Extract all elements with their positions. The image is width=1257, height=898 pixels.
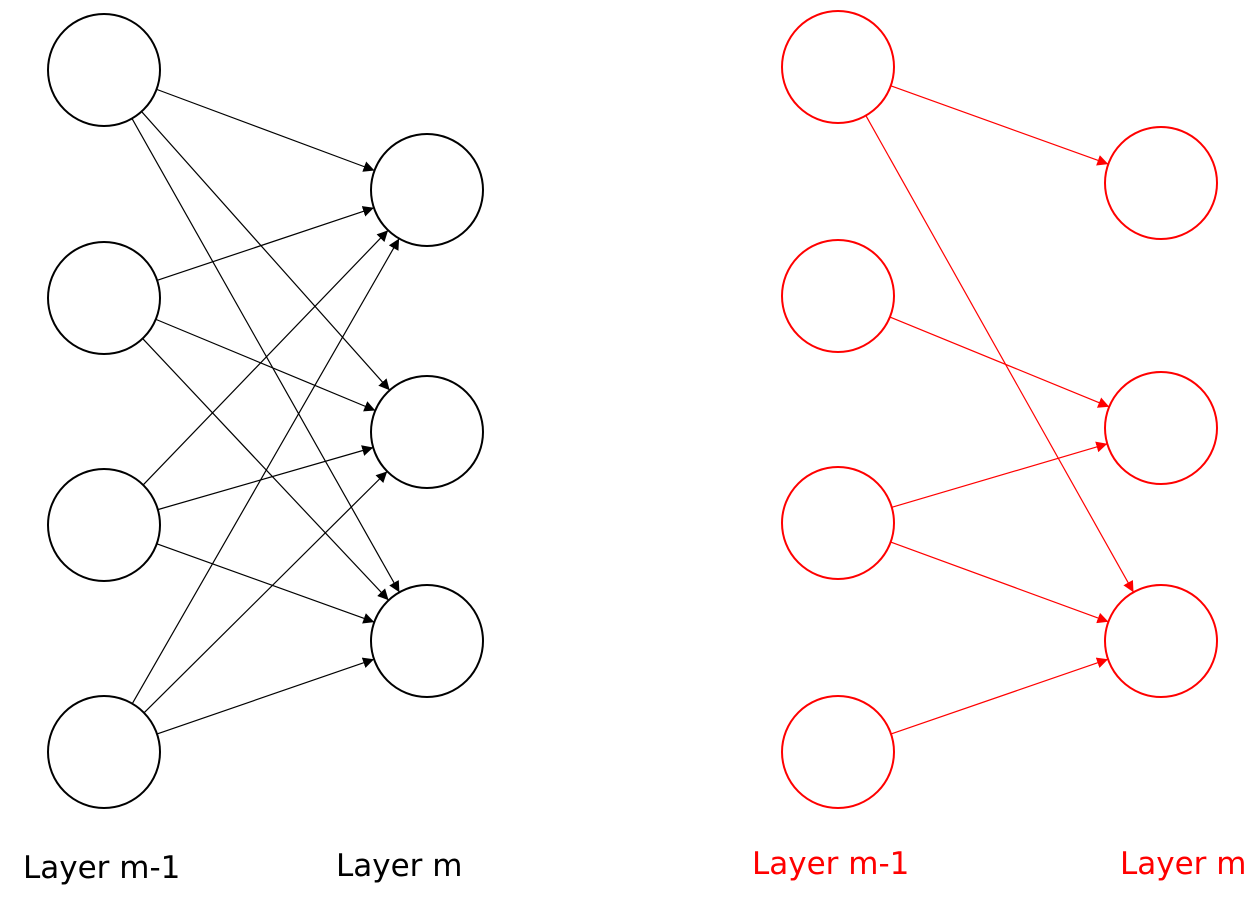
sparse-layer-m-label: Layer m — [1120, 846, 1247, 882]
dense-connection-0-to-2 — [131, 118, 400, 593]
dense-layer-m-1-neuron-2 — [47, 241, 161, 355]
dense-connection-3-to-2 — [157, 657, 375, 735]
dense-connection-2-to-1 — [158, 445, 374, 511]
sparse-connection-0-to-0 — [890, 85, 1109, 166]
sparse-connection-0-to-2 — [865, 115, 1135, 593]
sparse-layer-m-neuron-2 — [1104, 371, 1218, 485]
dense-connection-3-to-0 — [131, 238, 400, 704]
sparse-neurons — [781, 10, 1218, 809]
sparse-connection-2-to-2 — [890, 541, 1109, 624]
dense-connection-0-to-0 — [156, 88, 375, 172]
sparse-layer-m-neuron-1 — [1104, 126, 1218, 240]
sparse-layer-m-1-neuron-1 — [781, 10, 895, 124]
dense-connection-2-to-0 — [142, 229, 389, 486]
dense-layer-m-1-neuron-4 — [47, 695, 161, 809]
dense-connection-0-to-1 — [141, 111, 391, 391]
dense-layer-m-1-neuron-1 — [47, 13, 161, 127]
sparse-layer-m-1-label: Layer m-1 — [752, 846, 910, 882]
sparse-connections — [865, 85, 1135, 735]
dense-connection-2-to-2 — [156, 543, 375, 624]
sparse-layer-m-1-neuron-4 — [781, 695, 895, 809]
dense-neurons — [47, 13, 484, 809]
sparse-connection-1-to-1 — [890, 316, 1110, 408]
sparse-connection-2-to-1 — [892, 441, 1108, 508]
dense-connection-1-to-1 — [155, 318, 376, 412]
sparse-network — [781, 10, 1218, 809]
dense-connection-1-to-2 — [142, 338, 390, 601]
dense-layer-m-neuron-2 — [370, 375, 484, 489]
dense-layer-m-neuron-3 — [370, 584, 484, 698]
dense-layer-m-neuron-1 — [370, 133, 484, 247]
sparse-layer-m-1-neuron-3 — [781, 466, 895, 580]
sparse-layer-m-1-neuron-2 — [781, 239, 895, 353]
dense-connection-3-to-1 — [143, 470, 388, 714]
dense-connection-1-to-0 — [157, 206, 375, 281]
dense-connections — [131, 88, 400, 735]
sparse-layer-m-neuron-3 — [1104, 584, 1218, 698]
dense-layer-m-label: Layer m — [336, 848, 463, 884]
dense-network — [47, 13, 484, 809]
sparse-connection-3-to-2 — [891, 657, 1109, 735]
dense-layer-m-1-label: Layer m-1 — [23, 850, 181, 886]
dense-layer-m-1-neuron-3 — [47, 468, 161, 582]
